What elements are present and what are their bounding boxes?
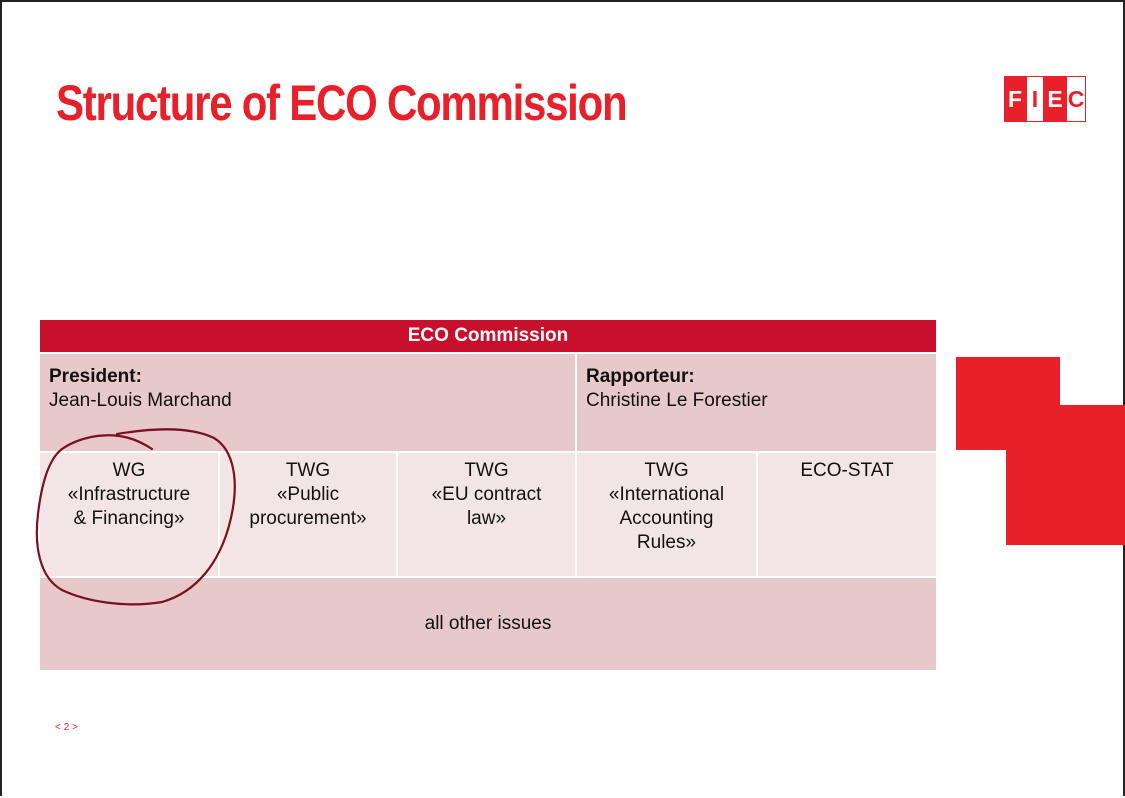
rapporteur-cell: Rapporteur: Christine Le Forestier [577,354,936,451]
rapporteur-label: Rapporteur: [586,366,695,387]
other-issues-row: all other issues [40,578,936,670]
group-line: law» [466,508,507,529]
fiec-logo: F I E C [1004,76,1086,122]
group-line: Accounting [619,508,714,529]
working-groups-row: WG «Infrastructure & Financing» TWG «Pub… [40,453,936,578]
table-header: ECO Commission [40,320,936,354]
group-line: «Infrastructure [67,484,191,505]
president-cell: President: Jean-Louis Marchand [40,354,577,451]
group-line: ECO-STAT [800,460,894,481]
group-cell-twg-international-accounting: TWG «International Accounting Rules» [577,453,758,576]
logo-letter-e: E [1044,76,1066,122]
officers-row: President: Jean-Louis Marchand Rapporteu… [40,354,936,453]
group-line: TWG [464,460,509,481]
rapporteur-name: Christine Le Forestier [586,390,768,411]
group-line: TWG [285,460,331,481]
logo-letter-c: C [1066,76,1086,122]
group-cell-twg-public-procurement: TWG «Public procurement» [220,453,398,576]
group-line: «EU contract [431,484,542,505]
logo-letter-i: I [1026,76,1044,122]
group-cell-twg-eu-contract-law: TWG «EU contract law» [398,453,577,576]
commission-table: ECO Commission President: Jean-Louis Mar… [40,320,936,670]
group-cell-eco-stat: ECO-STAT [758,453,936,576]
president-label: President: [49,366,142,387]
group-line: procurement» [249,508,367,529]
group-line: WG [112,460,146,481]
group-line: «Public [276,484,340,505]
slide-title: Structure of ECO Commission [56,75,628,131]
group-line: Rules» [636,532,697,553]
group-line: & Financing» [73,508,185,529]
group-line: «International [608,484,725,505]
group-line: TWG [644,460,689,481]
decorative-red-block [1006,405,1125,545]
group-cell-wg-infrastructure: WG «Infrastructure & Financing» [40,453,220,576]
president-name: Jean-Louis Marchand [49,390,232,411]
page-number: < 2 > [55,722,78,733]
logo-letter-f: F [1004,76,1026,122]
